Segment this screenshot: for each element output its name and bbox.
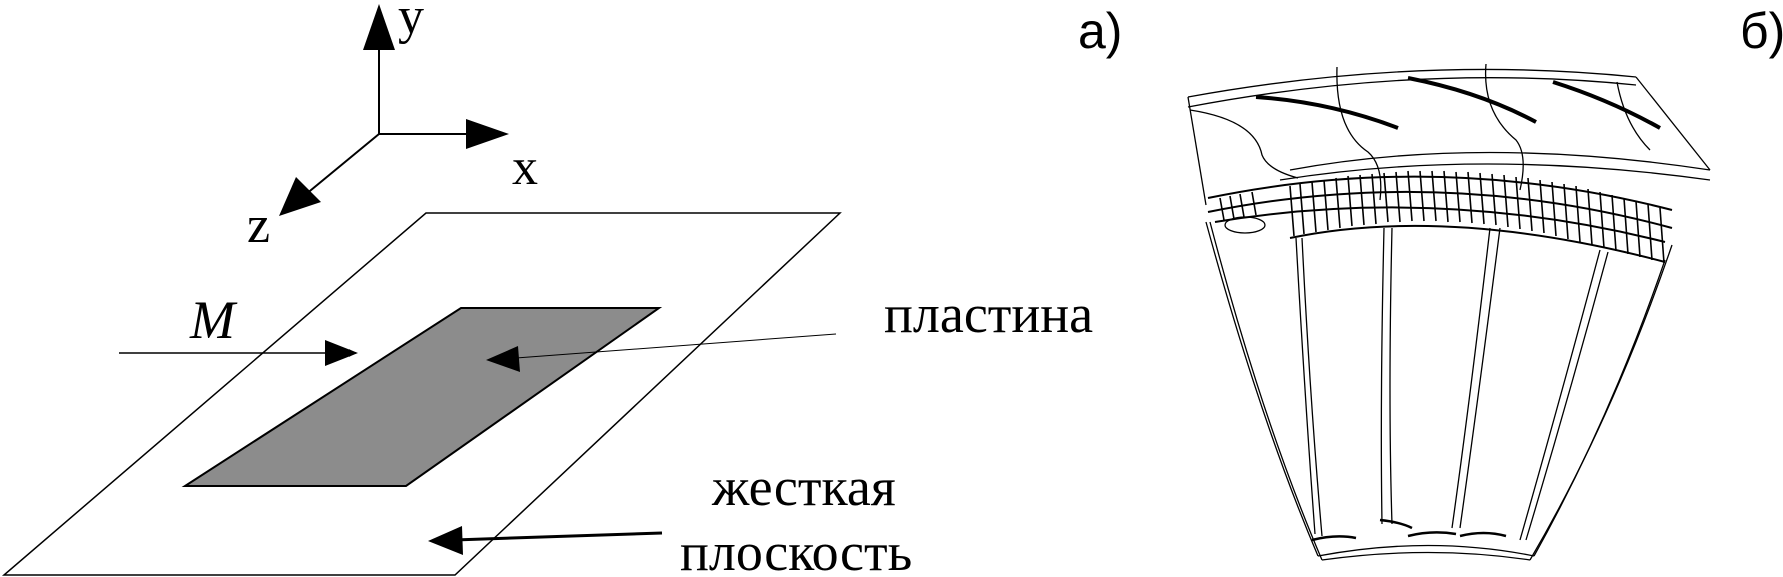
bottom-slit-2 xyxy=(1407,531,1457,538)
y-axis-arrowhead xyxy=(363,4,395,50)
sector-top-arc-inner xyxy=(1187,77,1637,108)
x-axis-arrowhead xyxy=(466,119,509,149)
plate-leader-arrowhead xyxy=(486,346,520,372)
blade-trail-4b xyxy=(1525,251,1609,541)
blade-edge-1-left xyxy=(1189,109,1299,179)
bottom-slit-4 xyxy=(1311,535,1357,542)
plate xyxy=(181,307,663,487)
seal-band-bottom xyxy=(1214,206,1666,243)
sector-left-edge-bottom xyxy=(1205,221,1319,557)
sector-upper-band-2 xyxy=(1279,163,1711,181)
sector-left-edge-bottom-2 xyxy=(1209,221,1323,561)
plane-leader-arrowhead xyxy=(428,526,463,555)
plane-leader-line xyxy=(453,531,663,542)
blade-section-2 xyxy=(1407,76,1537,124)
panel-a-tag: а) xyxy=(1078,3,1122,59)
sector-bottom-arc xyxy=(1317,544,1535,557)
plate-leader-line xyxy=(515,333,837,359)
panel-a: y x z M пластина жесткая плоскость а) xyxy=(1,0,1122,577)
blade-edge-3 xyxy=(1616,81,1651,151)
sector-right-edge-bottom xyxy=(1533,259,1666,557)
sector-upper-band xyxy=(1289,151,1711,171)
z-axis-label: z xyxy=(247,197,270,254)
bottom-slit-1 xyxy=(1379,518,1413,530)
plate-label: пластина xyxy=(884,284,1093,344)
sector-right-edge-top xyxy=(1635,76,1711,171)
seal-band-top xyxy=(1207,175,1673,211)
flow-arrowhead xyxy=(325,340,358,366)
z-axis-arrowhead xyxy=(279,177,321,216)
seal-band-bottom-2 xyxy=(1289,224,1666,263)
flow-label: M xyxy=(189,290,238,350)
plane-label-line1: жесткая xyxy=(711,457,896,517)
blade-trail-3b xyxy=(1459,227,1501,529)
blade-section-1 xyxy=(1255,95,1399,130)
z-axis xyxy=(304,133,380,196)
blade-trail-4 xyxy=(1519,249,1601,541)
plane-label-line2: плоскость xyxy=(680,522,912,577)
coordinate-axes xyxy=(279,4,509,216)
seal-band-mid xyxy=(1207,190,1673,229)
sector-bottom-arc-2 xyxy=(1321,551,1531,561)
blade-trail-2b xyxy=(1389,227,1393,525)
sector-left-edge-top xyxy=(1187,96,1207,206)
blade-trail-2 xyxy=(1380,227,1385,525)
x-axis-label: x xyxy=(512,139,538,196)
blade-section-3 xyxy=(1552,80,1661,130)
y-axis-label: y xyxy=(398,0,424,45)
rigid-plane xyxy=(1,212,842,576)
blade-trail-3 xyxy=(1451,227,1491,529)
blade-trail-1b xyxy=(1301,237,1323,537)
seal-hatching xyxy=(1219,170,1665,264)
seal-hole xyxy=(1224,216,1266,234)
panel-b-tag: б) xyxy=(1740,3,1783,59)
bottom-slit-3 xyxy=(1459,531,1507,538)
blade-edge-1 xyxy=(1336,66,1382,201)
blade-edge-2 xyxy=(1484,63,1524,191)
sector-top-arc xyxy=(1187,68,1637,98)
blade-trail-1 xyxy=(1295,237,1316,535)
panel-b: б) xyxy=(1187,3,1783,561)
sector-right-edge-bottom-2 xyxy=(1529,244,1673,561)
